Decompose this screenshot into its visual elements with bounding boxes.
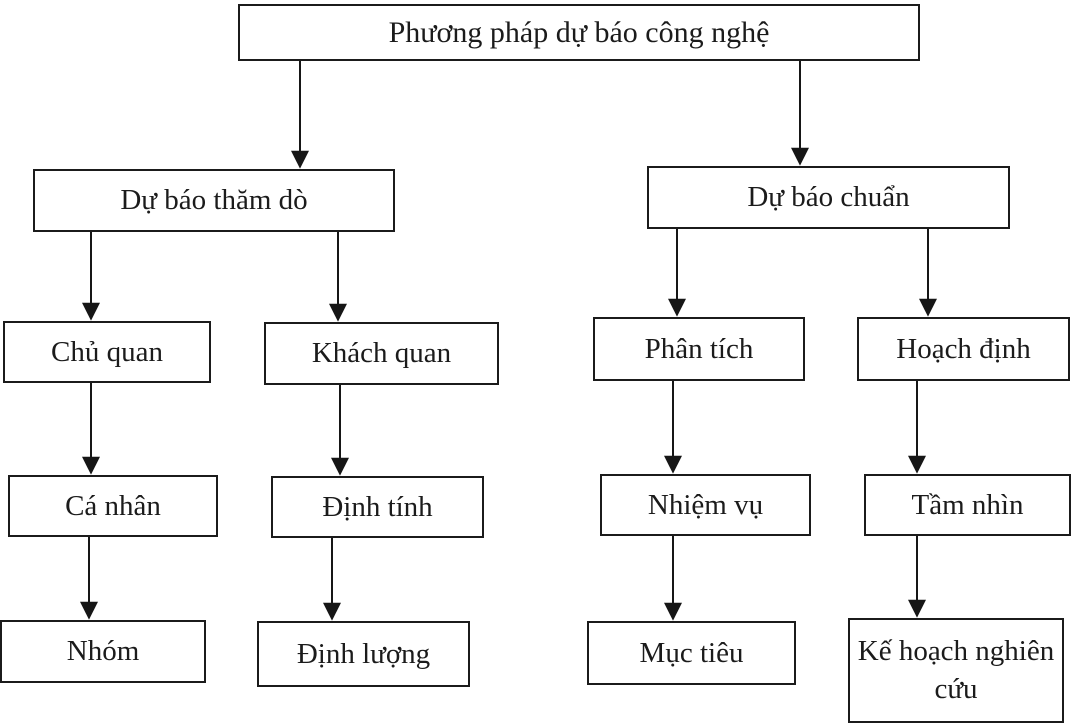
node-du-bao-tham-do: Dự báo thăm dò: [33, 169, 395, 232]
node-khach-quan: Khách quan: [264, 322, 499, 385]
node-muc-tieu: Mục tiêu: [587, 621, 796, 685]
node-nhom: Nhóm: [0, 620, 206, 683]
node-du-bao-chuan: Dự báo chuẩn: [647, 166, 1010, 229]
node-hoach-dinh: Hoạch định: [857, 317, 1070, 381]
node-ca-nhan: Cá nhân: [8, 475, 218, 537]
node-nhiem-vu: Nhiệm vụ: [600, 474, 811, 536]
node-ke-hoach-nghien-cuu: Kế hoạch nghiên cứu: [848, 618, 1064, 723]
node-tam-nhin: Tầm nhìn: [864, 474, 1071, 536]
node-dinh-luong: Định lượng: [257, 621, 470, 687]
node-phuong-phap-du-bao-cong-nghe: Phương pháp dự báo công nghệ: [238, 4, 920, 61]
node-phan-tich: Phân tích: [593, 317, 805, 381]
node-dinh-tinh: Định tính: [271, 476, 484, 538]
node-chu-quan: Chủ quan: [3, 321, 211, 383]
